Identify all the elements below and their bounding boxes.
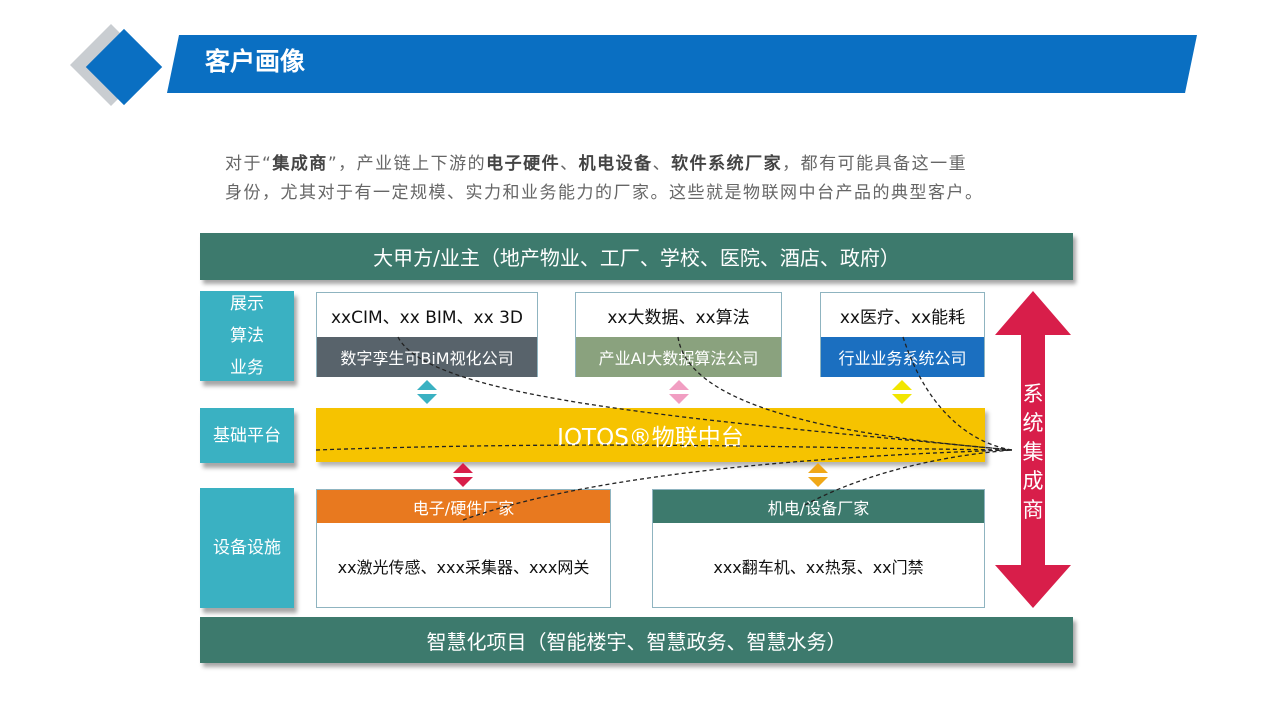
app-box-products: xx大数据、xx算法	[607, 307, 750, 328]
header-banner	[167, 35, 1197, 93]
intro-text: 、	[652, 154, 672, 174]
app-box-industry: xx医疗、xx能耗 行业业务系统公司	[820, 292, 985, 377]
dashed-link	[397, 336, 1013, 451]
integrator-double-arrow-icon	[995, 291, 1071, 608]
integrator-char: 商	[1022, 498, 1044, 522]
arrow-orange-icon	[808, 463, 828, 487]
intro-emphasis: 电子硬件	[486, 154, 561, 174]
intro-paragraph: 对于“集成商”，产业链上下游的电子硬件、机电设备、软件系统厂家，都有可能具备这一…	[225, 150, 1085, 208]
dashed-link	[902, 336, 1013, 451]
intro-emphasis: 集成商	[272, 154, 328, 174]
dashed-link	[677, 336, 1013, 451]
intro-line-1: 对于“集成商”，产业链上下游的电子硬件、机电设备、软件系统厂家，都有可能具备这一…	[225, 150, 1085, 179]
app-box-products: xx医疗、xx能耗	[839, 307, 966, 328]
label-device: 设备设施	[200, 488, 294, 608]
intro-emphasis: 软件系统厂家	[671, 154, 783, 174]
dashed-link	[315, 444, 1013, 451]
arrow-teal-icon	[417, 380, 437, 404]
app-box-company: 行业业务系统公司	[821, 337, 984, 377]
page-title: 客户画像	[205, 47, 306, 76]
intro-text: 对于“	[225, 154, 273, 174]
dashed-link	[462, 449, 1013, 521]
label-app-layer: 展示 算法 业务	[200, 291, 294, 381]
owner-bar: 大甲方/业主（地产物业、工厂、学校、医院、酒店、政府）	[200, 233, 1073, 280]
arrow-pink-icon	[669, 380, 689, 404]
arrow-red-icon	[453, 463, 473, 487]
intro-line-2: 身份，尤其对于有一定规模、实力和业务能力的厂家。这些就是物联网中台产品的典型客户…	[225, 183, 984, 203]
arrow-yellow-icon	[892, 380, 912, 404]
label-app-line: 算法	[230, 326, 264, 346]
iotos-platform-bar: IOTOS®物联中台	[316, 408, 985, 462]
device-box-content: xx激光传感、xxx采集器、xxx网关	[337, 557, 590, 577]
label-app-line: 业务	[230, 358, 264, 378]
app-box-company: 产业AI大数据算法公司	[576, 337, 781, 377]
app-box-twin: xxCIM、xx BIM、xx 3D 数字孪生可BiM视化公司	[316, 292, 538, 377]
intro-text: ，都有可能具备这一重	[782, 154, 968, 174]
intro-text: ”，产业链上下游的	[327, 154, 487, 174]
app-box-products: xxCIM、xx BIM、xx 3D	[331, 307, 523, 328]
device-box-mechanical: 机电/设备厂家 xxx翻车机、xx热泵、xx门禁	[652, 489, 985, 608]
device-box-content: xxx翻车机、xx热泵、xx门禁	[713, 557, 924, 577]
device-box-electronics: 电子/硬件厂家 xx激光传感、xxx采集器、xxx网关	[316, 489, 611, 608]
device-box-header: 电子/硬件厂家	[317, 490, 610, 523]
integrator-char: 成	[1022, 469, 1044, 493]
label-app-line: 展示	[230, 294, 264, 314]
dashed-link	[804, 449, 1013, 506]
app-box-ai: xx大数据、xx算法 产业AI大数据算法公司	[575, 292, 782, 377]
label-platform: 基础平台	[200, 408, 294, 463]
integrator-char: 系	[1022, 382, 1044, 406]
integrator-char: 集	[1022, 440, 1044, 464]
integrator-char: 统	[1022, 411, 1044, 435]
app-box-company: 数字孪生可BiM视化公司	[317, 337, 537, 377]
intro-emphasis: 机电设备	[578, 154, 653, 174]
device-box-header: 机电/设备厂家	[653, 490, 984, 523]
intro-text: 、	[560, 154, 579, 174]
project-bar: 智慧化项目（智能楼宇、智慧政务、智慧水务）	[200, 617, 1073, 663]
integrator-label: 系 统 集 成 商	[1015, 380, 1051, 525]
